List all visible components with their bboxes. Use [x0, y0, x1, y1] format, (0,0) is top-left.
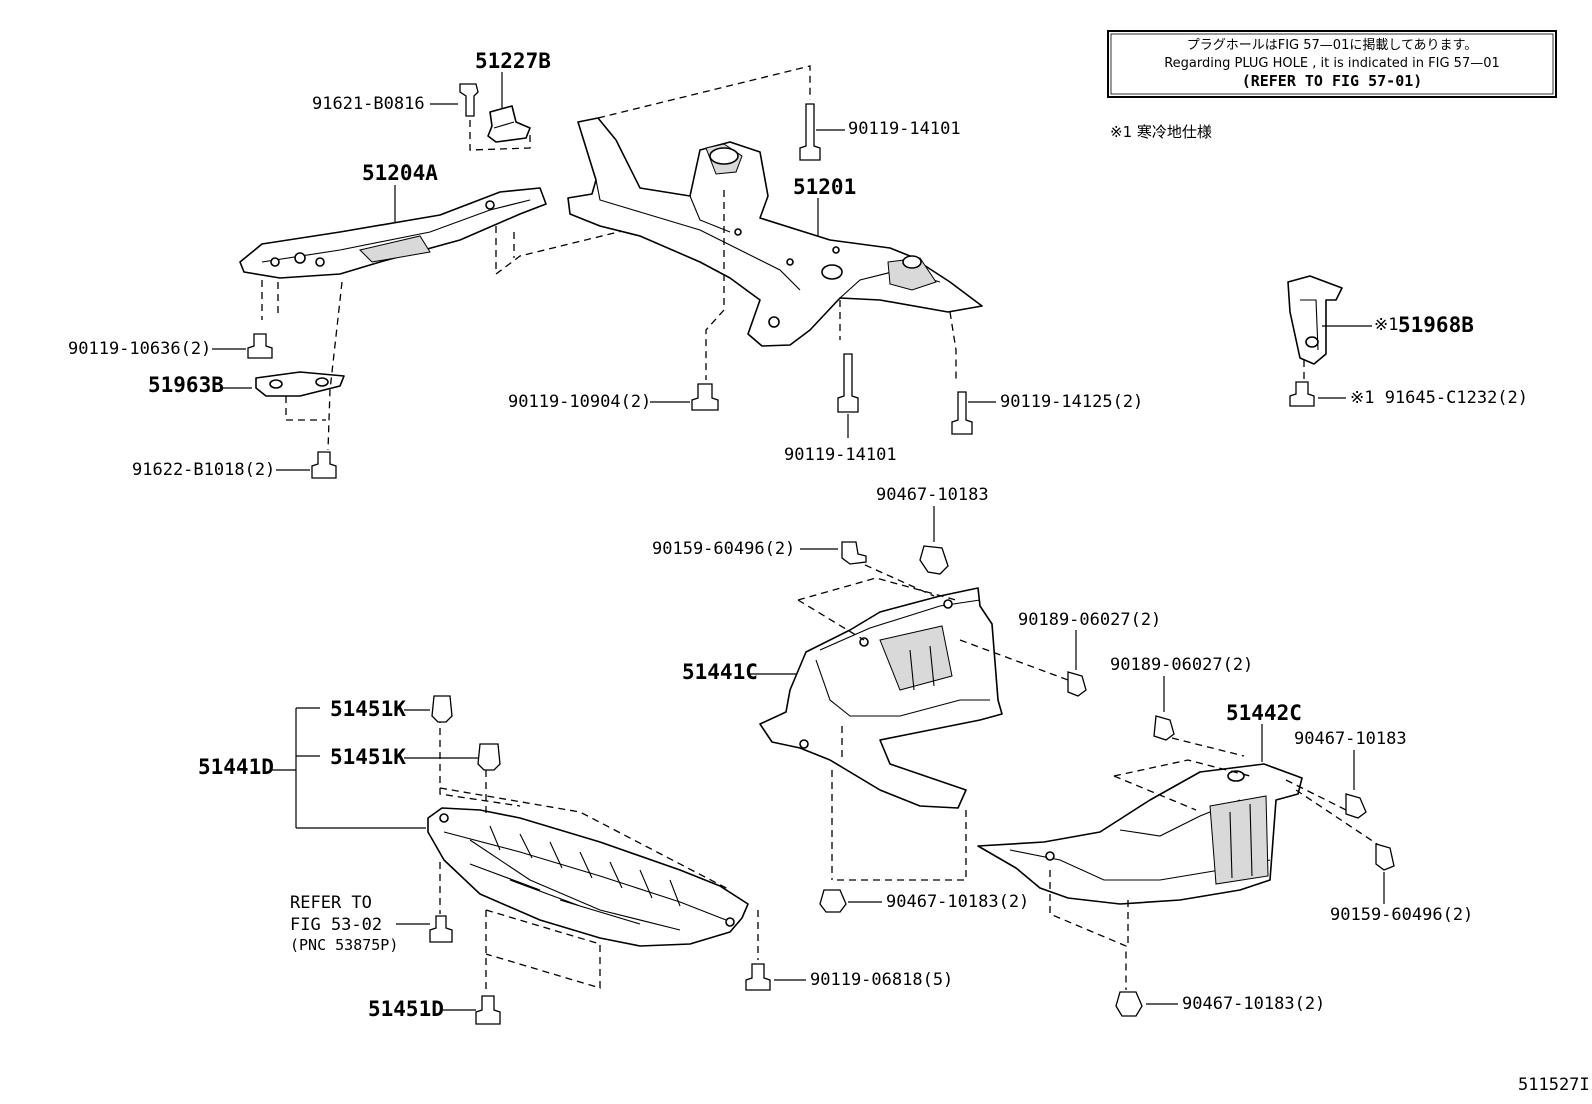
label-90467-10183-b2: 90467-10183(2)	[886, 892, 1029, 912]
label-51227B: 51227B	[475, 49, 551, 73]
label-90119-14101-bottom: 90119-14101	[784, 445, 897, 465]
refer-fig-53-02[interactable]: REFER TO FIG 53-02 (PNC 53875P)	[290, 893, 453, 954]
label-90467-10183-right: 90467-10183	[1294, 729, 1407, 749]
bolt-90119-14101-bottom[interactable]: 90119-14101	[784, 353, 897, 465]
label-51204A: 51204A	[362, 161, 438, 185]
label-90159-60496-top: 90159-60496(2)	[652, 539, 795, 559]
part-51441D[interactable]: 51441D	[198, 707, 759, 990]
label-51451K-a: 51451K	[330, 697, 406, 721]
bolt-90189-06027-b[interactable]: 90189-06027(2)	[1110, 655, 1253, 757]
refer-line-1: REFER TO	[290, 893, 372, 913]
note-line-1: プラグホールはFIG 57—01に掲載してあります。	[1187, 37, 1478, 53]
clip-90467-10183-right[interactable]: 90467-10183	[1294, 729, 1407, 819]
label-90467-10183-top: 90467-10183	[876, 485, 989, 505]
note-box: プラグホールはFIG 57—01に掲載してあります。 Regarding PLU…	[1107, 30, 1557, 98]
label-90119-10636: 90119-10636(2)	[68, 339, 211, 359]
part-51204A[interactable]: 51204A	[239, 161, 701, 279]
footnote-cold-climate: ※1 寒冷地仕様	[1110, 123, 1212, 141]
label-90119-14125: 90119-14125(2)	[1000, 392, 1143, 412]
label-51201: 51201	[793, 175, 856, 199]
label-51451K-b: 51451K	[330, 745, 406, 769]
clip-90467-10183-bottom-right[interactable]: 90467-10183(2)	[1115, 991, 1325, 1017]
clip-51451K-b[interactable]: 51451K	[330, 743, 501, 771]
bolt-90119-10636[interactable]: 90119-10636(2)	[68, 280, 279, 359]
part-51442C[interactable]: 51442C	[977, 701, 1381, 990]
label-51968B: 51968B	[1398, 313, 1474, 337]
bolt-51451D[interactable]: 51451D	[368, 995, 501, 1025]
bolt-90119-14101-top[interactable]: 90119-14101	[799, 103, 961, 161]
label-91622-B1018: 91622-B1018(2)	[132, 460, 275, 480]
diagram-id: 511527I	[1518, 1075, 1590, 1095]
clip-51451K-a[interactable]: 51451K	[330, 695, 453, 723]
label-90119-14101-top: 90119-14101	[848, 119, 961, 139]
label-90159-60496-right: 90159-60496(2)	[1330, 905, 1473, 925]
bolt-91645-C1232[interactable]: ※1 91645-C1232(2)	[1289, 381, 1528, 408]
label-51963B: 51963B	[148, 373, 224, 397]
clip-90467-10183-top[interactable]: 90467-10183	[876, 485, 989, 575]
part-51963B[interactable]: 51963B	[148, 281, 345, 451]
part-51968B[interactable]: ※1 51968B	[1287, 275, 1474, 380]
bolt-90159-60496-right[interactable]: 90159-60496(2)	[1330, 843, 1473, 925]
bolt-91621-B0816[interactable]: 91621-B0816	[312, 83, 531, 151]
note-line-2: Regarding PLUG HOLE , it is indicated in…	[1164, 56, 1500, 71]
refer-line-2: FIG 53-02	[290, 915, 382, 935]
clip-90467-10183-b2[interactable]: 90467-10183(2)	[819, 889, 1029, 913]
label-51441C: 51441C	[682, 660, 758, 684]
note-line-3: (REFER TO FIG 57-01)	[1242, 72, 1423, 90]
label-51441D: 51441D	[198, 755, 274, 779]
label-51442C: 51442C	[1226, 701, 1302, 725]
label-90467-10183-bottom-right: 90467-10183(2)	[1182, 994, 1325, 1014]
label-90119-06818: 90119-06818(5)	[810, 970, 953, 990]
bolt-90119-06818[interactable]: 90119-06818(5)	[745, 963, 953, 991]
label-90189-06027-a: 90189-06027(2)	[1018, 610, 1161, 630]
part-51201[interactable]: 51201	[567, 65, 983, 380]
bolt-90119-10904[interactable]: 90119-10904(2)	[508, 383, 719, 412]
label-90119-10904: 90119-10904(2)	[508, 392, 651, 412]
label-91621-B0816: 91621-B0816	[312, 94, 425, 114]
label-90189-06027-b: 90189-06027(2)	[1110, 655, 1253, 675]
bolt-91622-B1018[interactable]: 91622-B1018(2)	[132, 451, 337, 480]
part-51441C[interactable]: 51441C	[682, 559, 1069, 881]
part-51227B[interactable]: 51227B	[475, 49, 551, 143]
label-51451D: 51451D	[368, 997, 444, 1021]
label-51968B-mark: ※1	[1374, 315, 1398, 335]
refer-line-3: (PNC 53875P)	[290, 936, 398, 954]
label-91645-C1232: ※1 91645-C1232(2)	[1350, 388, 1528, 408]
bolt-90189-06027-a[interactable]: 90189-06027(2)	[1018, 610, 1161, 697]
bolt-90159-60496-top[interactable]: 90159-60496(2)	[652, 539, 867, 565]
bolt-90119-14125[interactable]: 90119-14125(2)	[951, 391, 1143, 435]
